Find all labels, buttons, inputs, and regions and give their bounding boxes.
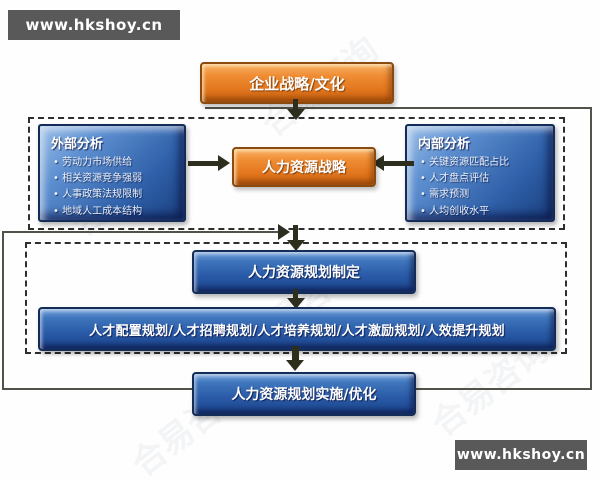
arrow-sections-down-icon (287, 240, 305, 251)
arrow-external-to-strategy-stem (188, 161, 220, 166)
arrow-strategy-down-icon (287, 109, 305, 120)
internal-analysis-list: 关键资源匹配占比 人才盘点评估 需求预测 人均创收水平 (416, 155, 544, 220)
site-banner-top-left: www.hkshoy.cn (8, 10, 180, 40)
feedback-line-right (590, 107, 592, 390)
hr-plan-implementation-box[interactable]: 人力资源规划实施/优化 (192, 372, 416, 416)
feedback-line-bottom-left (2, 388, 192, 390)
arrow-wide-down-icon (286, 360, 304, 371)
list-item: 人才盘点评估 (420, 171, 544, 187)
list-item: 相关资源竞争强弱 (53, 171, 175, 187)
list-item: 需求预测 (420, 187, 544, 203)
arrow-sections-down-stem (293, 225, 298, 242)
feedback-line-top (205, 107, 592, 109)
arrow-external-to-strategy-icon (218, 155, 230, 171)
internal-analysis-title: 内部分析 (418, 137, 471, 152)
arrow-make-down-stem (293, 289, 298, 301)
arrow-strategy-down-stem (293, 99, 298, 112)
detailed-plans-box[interactable]: 人才配置规划/人才招聘规划/人才培养规划/人才激励规划/人效提升规划 (38, 307, 556, 351)
list-item: 地域人工成本结构 (53, 204, 175, 220)
list-item: 关键资源匹配占比 (420, 155, 544, 171)
arrow-make-down-icon (287, 298, 305, 309)
arrow-internal-to-strategy-stem (384, 161, 414, 166)
external-analysis-title: 外部分析 (51, 137, 104, 152)
list-item: 人均创收水平 (420, 204, 544, 220)
feedback-line-left-top (2, 231, 280, 233)
feedback-line-bottom-right (412, 388, 592, 390)
internal-analysis-panel[interactable]: 内部分析 关键资源匹配占比 人才盘点评估 需求预测 人均创收水平 (405, 124, 555, 222)
corporate-strategy-box[interactable]: 企业战略/文化 (200, 62, 394, 104)
feedback-line-left (2, 231, 4, 390)
external-analysis-panel[interactable]: 外部分析 劳动力市场供给 相关资源竞争强弱 人事政策法规限制 地域人工成本结构 (38, 124, 186, 222)
external-analysis-list: 劳动力市场供给 相关资源竞争强弱 人事政策法规限制 地域人工成本结构 (49, 155, 175, 220)
hr-strategy-box[interactable]: 人力资源战略 (232, 147, 376, 187)
site-banner-bottom-right: www.hkshoy.cn (455, 440, 587, 470)
list-item: 劳动力市场供给 (53, 155, 175, 171)
arrow-wide-down-stem (292, 346, 299, 362)
hr-plan-formulation-box[interactable]: 人力资源规划制定 (192, 250, 416, 294)
list-item: 人事政策法规限制 (53, 187, 175, 203)
